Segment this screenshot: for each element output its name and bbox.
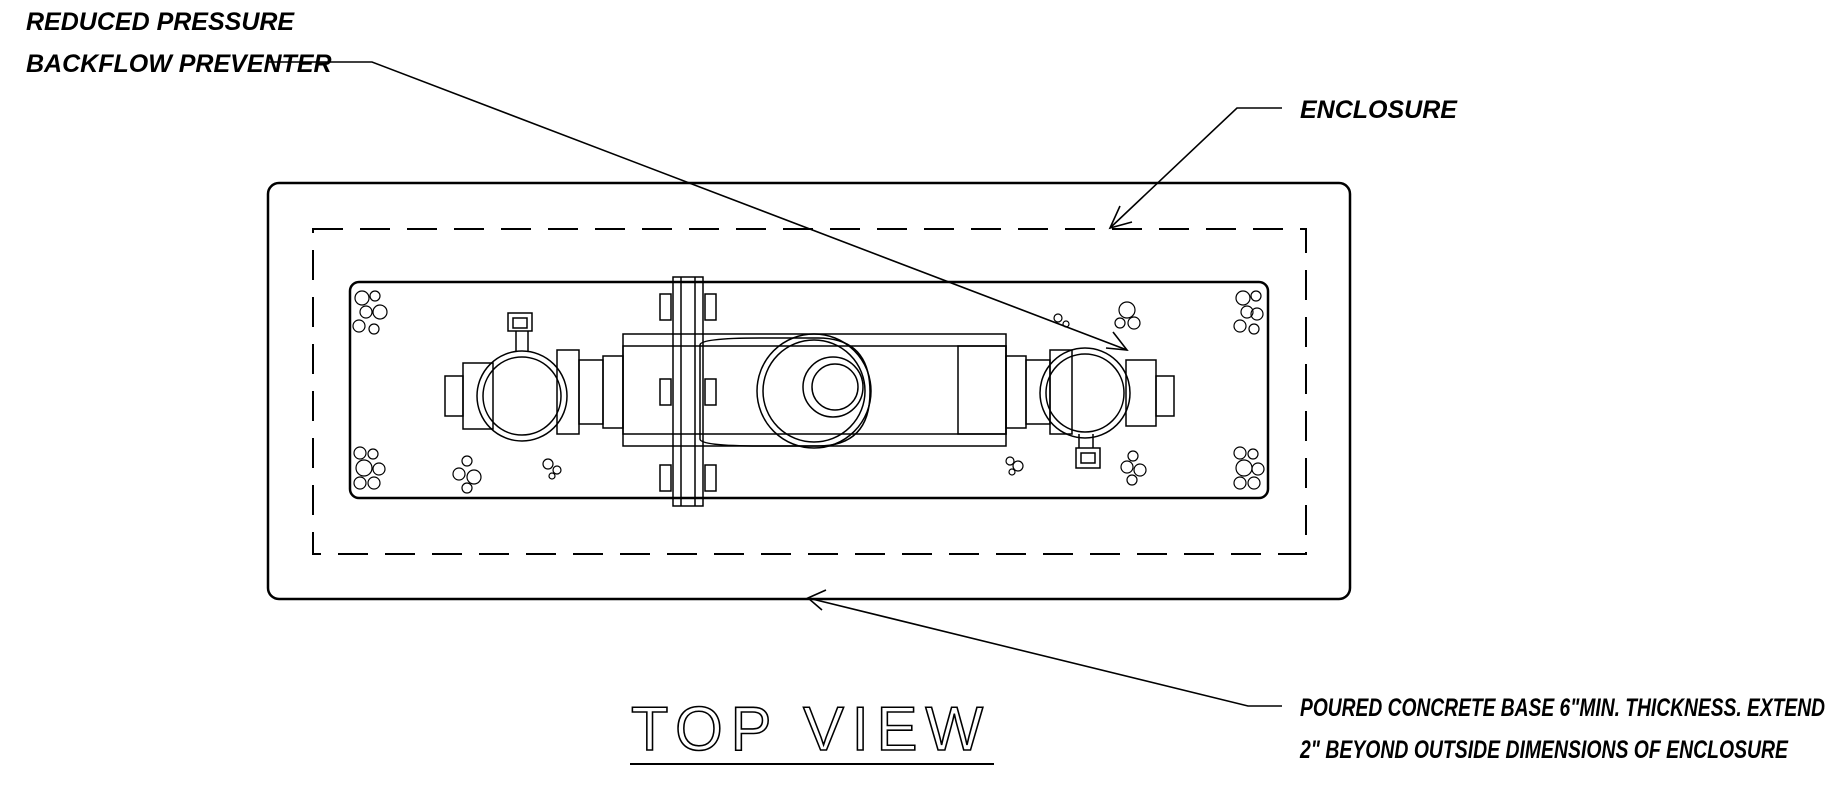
- inner-pad-outline: [348, 280, 1270, 500]
- concrete-base-label-line1: POURED CONCRETE BASE 6"MIN. THICKNESS. E…: [1300, 694, 1825, 722]
- backflow-preventer-assembly: [444, 276, 1175, 507]
- concrete-base-label-line2: 2" BEYOND OUTSIDE DIMENSIONS OF ENCLOSUR…: [1299, 736, 1789, 764]
- enclosure-label: ENCLOSURE: [1300, 96, 1458, 124]
- view-title: TOP VIEW: [631, 695, 991, 764]
- enclosure-dashed-outline: [312, 228, 1307, 555]
- backflow-preventer-label-line1: REDUCED PRESSURE: [26, 8, 295, 36]
- aggregate-gravel: [352, 290, 1265, 494]
- backflow-preventer-label-line2: BACKFLOW PREVENTER: [26, 50, 332, 78]
- concrete-base-outline: [266, 181, 1352, 601]
- leader-lines: [268, 61, 1282, 707]
